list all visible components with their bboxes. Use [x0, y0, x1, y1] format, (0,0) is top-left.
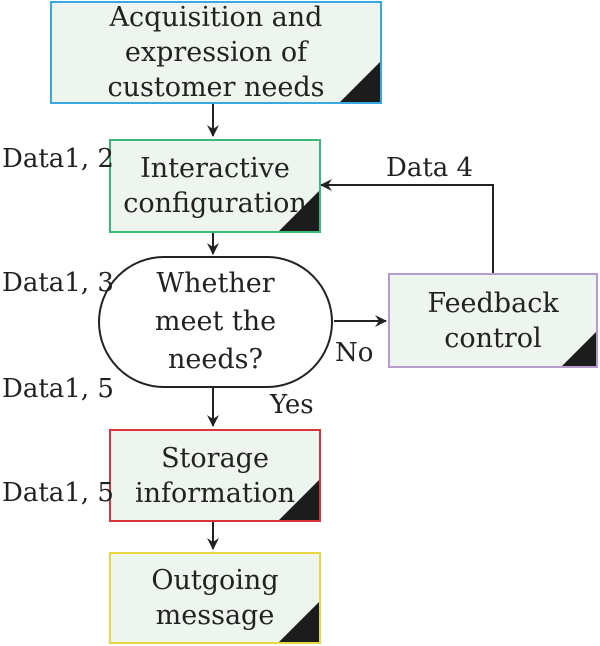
label-data15-lower: Data1, 5: [2, 478, 114, 508]
node-feedback-label: Feedback control: [427, 287, 559, 354]
node-acquisition-label: Acquisition and expression of customer n…: [107, 2, 325, 103]
label-no: No: [335, 338, 374, 368]
corner-marker: [562, 332, 596, 366]
node-interactive-configuration: Interactive configuration: [109, 139, 321, 233]
node-storage-label: Storage information: [134, 442, 295, 509]
node-feedback-control: Feedback control: [388, 273, 598, 368]
arrow-feedback-to-interactive: [320, 179, 494, 273]
label-data12: Data1, 2: [2, 144, 114, 174]
label-data15-upper: Data1, 5: [2, 374, 114, 404]
node-interactive-label: Interactive configuration: [123, 153, 307, 219]
node-outgoing-message: Outgoing message: [109, 552, 321, 644]
node-storage-information: Storage information: [109, 429, 321, 522]
corner-marker: [279, 480, 319, 520]
label-data13: Data1, 3: [2, 268, 114, 298]
label-data4: Data 4: [386, 153, 474, 183]
corner-marker: [279, 191, 319, 231]
label-yes: Yes: [270, 390, 314, 420]
corner-marker: [340, 62, 380, 102]
node-outgoing-label: Outgoing message: [151, 565, 279, 631]
node-decision-label: Whether meet the needs?: [154, 268, 277, 375]
corner-marker: [279, 602, 319, 642]
node-acquisition: Acquisition and expression of customer n…: [50, 1, 382, 104]
node-decision: Whether meet the needs?: [98, 256, 333, 388]
